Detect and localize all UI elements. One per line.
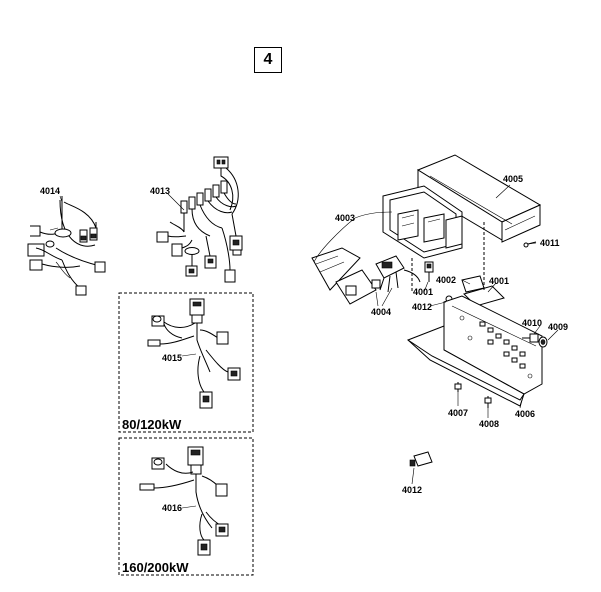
- control-panel-4003: [311, 185, 463, 305]
- chassis-4006: [406, 295, 543, 407]
- callout-4007: 4007: [448, 408, 469, 418]
- callout-4001-plate: 4001: [489, 276, 510, 286]
- callout-4008: 4008: [479, 419, 500, 429]
- callout-4010: 4010: [522, 318, 543, 328]
- callout-4012-upper: 4012: [412, 302, 433, 312]
- switch-4001: [424, 261, 434, 282]
- variant-box-80-120kw: [118, 292, 254, 433]
- callout-4014: 4014: [40, 186, 61, 196]
- variant-label-small: 80/120kW: [122, 417, 182, 432]
- fastener-4012-lower: [409, 451, 433, 467]
- variant-label-large: 160/200kW: [122, 560, 189, 575]
- harness-4016: [139, 446, 229, 556]
- callout-4004: 4004: [371, 307, 392, 317]
- harness-4015: [147, 298, 241, 409]
- circuit-board-4004: [371, 255, 421, 293]
- callout-4013: 4013: [150, 186, 171, 196]
- callout-4006: 4006: [515, 409, 536, 419]
- cover-4005: [416, 154, 542, 243]
- leader-lines: [59, 184, 559, 509]
- callout-4016: 4016: [162, 503, 183, 513]
- callout-4005: 4005: [503, 174, 524, 184]
- callout-4015: 4015: [162, 353, 183, 363]
- variant-box-160-200kw: [118, 437, 254, 576]
- callout-4009: 4009: [548, 322, 569, 332]
- foot-4007: [454, 382, 462, 392]
- callout-4002: 4002: [436, 275, 457, 285]
- gland-4009: [538, 336, 548, 348]
- screw-4011: [523, 241, 537, 248]
- callout-4011: 4011: [540, 238, 560, 248]
- callout-4001-switch: 4001: [413, 287, 434, 297]
- page-number-box: 4: [254, 47, 282, 73]
- callout-4012-lower: 4012: [402, 485, 423, 495]
- callout-4003: 4003: [335, 213, 356, 223]
- harness-4013: [156, 156, 243, 283]
- harness-4014: [27, 196, 106, 296]
